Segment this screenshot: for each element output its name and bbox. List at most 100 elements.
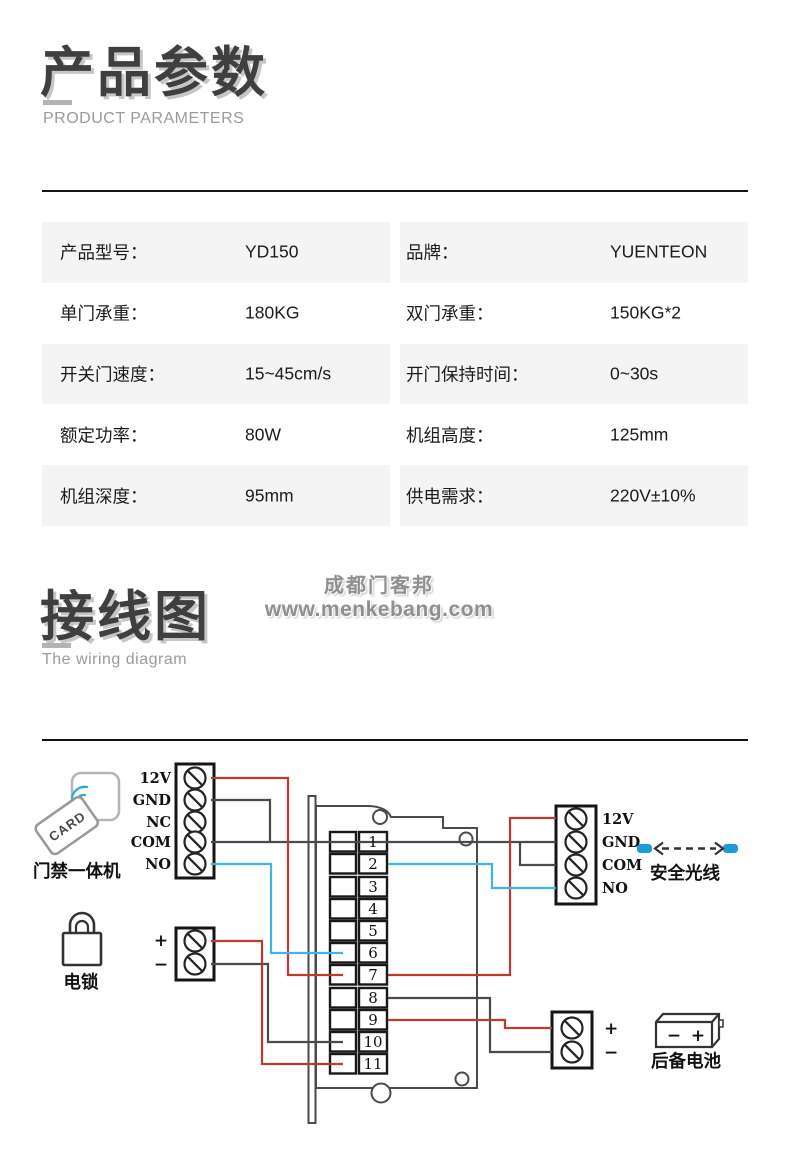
param-label: 开关门速度： [60,364,165,385]
title-underline-bar [42,643,71,648]
divider-line [42,739,748,741]
board-mounting-hole [454,1071,470,1087]
lock-label: 电锁 [64,972,99,993]
lock-minus-label: − [154,955,168,975]
table-cell: 开关门速度： 15~45cm/s [42,343,390,405]
board-mounting-hole [372,809,388,825]
table-cell: 产品型号： YD150 [42,222,390,283]
terminal-numbers: 1 2 3 4 5 6 7 8 9 10 11 [363,833,382,1073]
terminal-number: 3 [368,878,378,896]
battery-face-minus: − [667,1026,681,1046]
terminal-number: 11 [363,1055,382,1073]
safety-label: 安全光线 [650,863,720,884]
safety-beam-icon [637,841,738,856]
terminal-number: 6 [368,944,378,962]
title-underline-bar [43,100,72,105]
terminal-label: NO [602,880,628,897]
table-row: 产品型号： YD150 品牌： YUENTEON [42,222,748,283]
table-cell: 单门承重： 180KG [42,283,390,344]
param-value: YUENTEON [610,241,708,262]
terminal-label: 12V [602,811,634,828]
battery-label: 后备电池 [651,1051,721,1072]
terminal-number: 9 [368,1011,378,1029]
reader-terminal-labels: 12V GND NC COM NO [131,770,172,873]
reader-label: 门禁一体机 [33,861,121,882]
terminal-number: 4 [368,900,378,918]
terminal-number: 2 [368,855,378,873]
param-label: 品牌： [406,242,459,263]
param-label: 开门保持时间： [406,364,529,385]
table-cell: 双门承重： 150KG*2 [400,283,748,344]
param-value: 0~30s [610,363,659,384]
battery-face-plus: + [691,1026,705,1046]
wire-branch-safety-com [518,842,556,867]
terminal-label: GND [602,834,640,851]
lock-plus-label: + [154,931,168,951]
wifi-signal-icon [70,785,89,800]
screw-terminal-icon [183,788,207,812]
terminal-label: NC [146,814,171,831]
screw-terminal-icon [560,1040,584,1064]
wires-dark [211,798,556,1054]
screw-terminal-icon [183,852,207,876]
table-cell: 额定功率： 80W [42,404,390,465]
battery-plus-label: + [604,1019,618,1039]
screw-terminal-icon [564,876,588,900]
terminal-number: 10 [363,1033,382,1051]
section-subtitle-product-parameters: PRODUCT PARAMETERS [43,110,245,127]
screw-terminal-icon [564,830,588,854]
screw-terminal-icon [564,853,588,877]
board-left-rail [307,795,317,1124]
section-subtitle-wiring-diagram: The wiring diagram [42,651,188,668]
screw-terminal-icon [183,929,207,953]
watermark: 成都门客邦 www.menkebang.com [254,569,504,622]
wire-reader-no-to-terminal6 [211,862,343,955]
screw-terminal-icon [560,1016,584,1040]
table-row: 机组深度： 95mm 供电需求： 220V±10% [42,465,748,526]
card-reader-icon: CARD [34,771,121,856]
watermark-url: www.menkebang.com [264,598,494,621]
param-value: 80W [245,424,281,445]
param-value: 220V±10% [610,485,696,506]
wires-red [211,776,556,1066]
safety-terminal-labels: 12V GND COM NO [602,811,642,897]
wire-terminal7-to-safety-12v [388,816,556,977]
screw-terminal-icon [183,952,207,976]
battery-icon [654,1012,724,1049]
wire-lock-plus-to-terminal11 [211,939,343,1066]
param-label: 额定功率： [60,425,148,446]
terminal-number: 8 [368,989,378,1007]
wire-lock-minus-to-terminal10 [211,962,343,1044]
param-value: 95mm [245,485,294,506]
table-cell: 品牌： YUENTEON [400,222,748,283]
param-value: 150KG*2 [610,302,682,323]
divider-line [42,190,748,192]
screw-terminal-icon [183,810,207,834]
table-row: 额定功率： 80W 机组高度： 125mm [42,404,748,465]
wire-terminal8-to-battery-minus [388,996,552,1054]
wire-terminal9-to-battery-plus [388,1018,552,1030]
terminal-number: 5 [368,922,378,940]
param-label: 双门承重： [406,303,494,324]
param-value: YD150 [245,241,299,262]
param-value: 125mm [610,424,669,445]
board-mounting-hole [370,1082,392,1104]
wire-reader-gnd [211,798,272,842]
table-cell: 机组高度： 125mm [400,404,748,465]
wires-blue [211,862,556,955]
table-row: 开关门速度： 15~45cm/s 开门保持时间： 0~30s [42,343,748,405]
param-label: 供电需求： [406,486,494,507]
board-mounting-hole [458,831,474,847]
param-label: 产品型号： [60,242,148,263]
terminal-label: NO [145,856,171,873]
screw-terminal-icon [183,830,207,854]
param-label: 单门承重： [60,303,148,324]
lock-icon [61,911,103,967]
terminal-number: 7 [368,966,378,984]
section-title-product-parameters: 产品参数 [40,43,268,103]
terminal-label: COM [131,834,171,851]
watermark-brand: 成都门客邦 [324,575,434,597]
table-cell: 机组深度： 95mm [42,465,390,526]
terminal-number: 1 [368,833,378,851]
